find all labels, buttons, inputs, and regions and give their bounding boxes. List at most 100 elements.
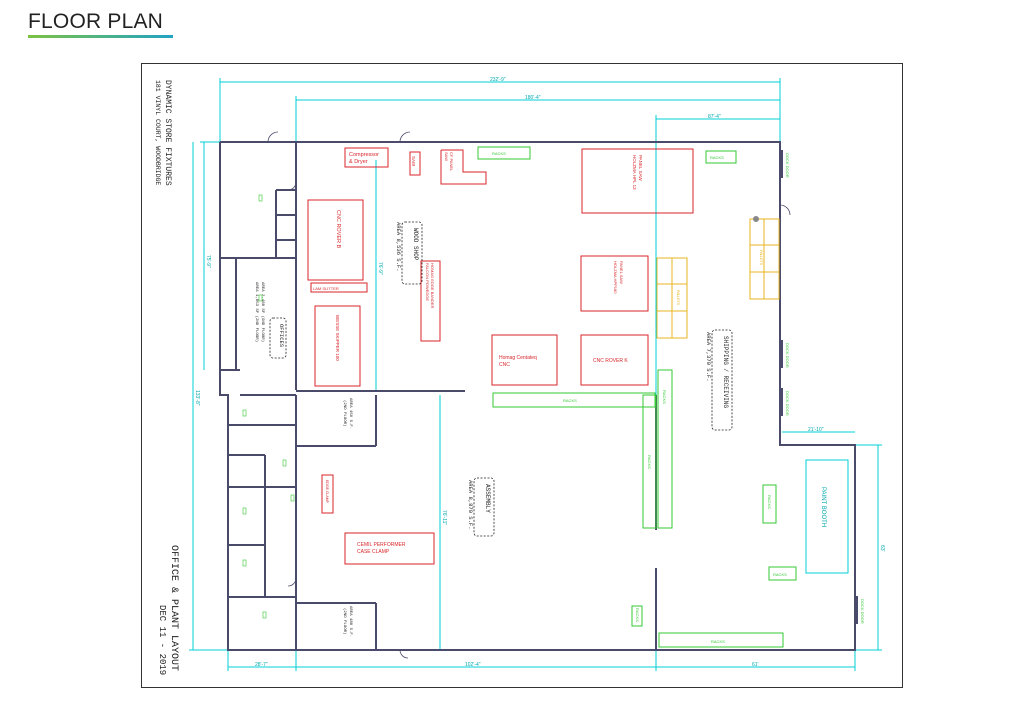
dimension-labels: 232'-9" 180'-4" 87'-4" 75'-9" 133'-8" 76…: [194, 77, 885, 668]
dock-door-label-1: DOCK DOOR: [785, 153, 790, 178]
rack-top-right: [705, 150, 737, 164]
dim-booth-height: 63': [879, 545, 885, 552]
rack-label-top: RACKS: [492, 151, 506, 156]
date-block: DEC 11 - 2019: [157, 605, 167, 675]
pallet-label-1: PALLETS: [759, 250, 763, 266]
cemil-performer-box: [344, 532, 435, 565]
homag-edge-label-1: HOMAG EDGE BANDER: [430, 263, 435, 308]
mezz-upper-floor: (2ND FLOOR): [342, 400, 347, 426]
dim-center-v2: 76'-11": [441, 510, 447, 525]
cnc-rover-k-label: CNC ROVER K: [593, 358, 628, 364]
homag-centateq-box: [491, 334, 558, 386]
offices-box: [269, 317, 287, 359]
rack-vert-2: [657, 369, 673, 529]
rack-horizontal: [492, 392, 656, 408]
rack-label-right: RACKS: [767, 495, 772, 509]
cnc-rover-k-box: [580, 334, 649, 386]
biesse-skipper-box: [314, 305, 361, 387]
rack-label-horizontal: RACKS: [563, 398, 577, 403]
assembly-title: ASSEMBLY: [484, 484, 491, 513]
dock-door-labels: DOCK DOOR DOCK DOOR DOCK DOOR DOCK DOOR: [785, 153, 865, 624]
assembly-area: AREA 8,870 S.F.: [467, 480, 474, 530]
column-marker: [753, 216, 759, 222]
rack-label-vert-2: RACKS: [662, 390, 667, 404]
mezz-upper-area: AREA 450 S.F.: [348, 398, 352, 429]
panel-saw-2-label-1: PANEL SAW: [619, 261, 624, 284]
dim-left-top: 75'-9": [205, 255, 211, 268]
rack-right: [762, 484, 777, 524]
company-name: DYNAMIC STORE FIXTURES: [163, 80, 172, 186]
pallets: [656, 218, 780, 339]
drawing-date: DEC 11 - 2019: [157, 605, 167, 675]
offices-area-2nd: AREA 1,853 SF (2ND FLOOR): [254, 282, 259, 342]
shipping-box: [711, 329, 733, 431]
rack-vert-1: [642, 394, 657, 529]
cf-panel-saw-label-2: SAW: [444, 152, 449, 161]
rack-near-booth: [768, 566, 797, 581]
dim-bottom-mid: 102'-4": [465, 662, 481, 668]
area-label-boxes: [269, 221, 733, 537]
edge-clamp-box: [321, 474, 334, 514]
rack-label-near-booth: RACKS: [773, 572, 787, 577]
dock-door-label-3: DOCK DOOR: [785, 391, 790, 416]
office-fixtures: [242, 194, 295, 619]
lam-slitter-label: LAM SLITTER: [313, 286, 339, 291]
dim-bottom-left: 28'-7": [255, 662, 268, 668]
mezz-lower-floor: (2ND FLOOR): [342, 608, 347, 634]
company-address: 181 VINYL COURT, WOODBRIDGE: [154, 80, 161, 185]
shipping-area: AREA 7,370 S.F.: [705, 332, 712, 382]
assembly-box: [473, 477, 495, 537]
racks: [477, 146, 797, 648]
lam-slitter-box: [310, 282, 368, 293]
plan-frame: [141, 63, 903, 688]
cemil-performer-label-2: CASE CLAMP: [357, 549, 390, 555]
cf-panel-saw-box: [440, 149, 487, 185]
cnc-rover-b-label: CNC ROVER B: [335, 210, 341, 249]
homag-edge-label-2: FALCON POWEDGE: [425, 263, 430, 301]
offices-area-gnd: AREA 2,488 SF (GND FLOOR): [260, 282, 265, 342]
wood-shop-title: WOOD SHOP: [412, 228, 419, 261]
area-labels: WOOD SHOP AREA 8,536 S.F. SHIPPING / REC…: [254, 222, 729, 637]
paint-booth-box: [805, 459, 849, 574]
homag-edge-box: [420, 260, 441, 342]
rack-label-bottom-small: RACKS: [635, 608, 640, 622]
compressor-label-2: & Dryer: [349, 159, 368, 165]
cemil-performer-label-1: CEMIL PERFORMER: [357, 542, 406, 548]
rack-label-top-right: RACKS: [710, 155, 724, 160]
rack-top: [477, 146, 531, 160]
rack-label-vert-1: RACKS: [647, 455, 652, 469]
pallet-label-2: PALLETS: [676, 290, 680, 306]
panel-saw-2-box: [580, 255, 649, 312]
rack-labels: RACKS RACKS RACKS RACKS RACKS RACKS RACK…: [492, 151, 787, 644]
cf-panel-saw-label-1: CF PANEL: [449, 152, 454, 172]
dock-door-label-2: DOCK DOOR: [785, 343, 790, 368]
saw-label: SAW: [411, 156, 416, 167]
biesse-skipper-label: BIESSE SKIPPER 100: [335, 315, 340, 361]
dim-top-second: 180'-4": [525, 95, 541, 101]
rack-label-bottom: RACKS: [711, 639, 725, 644]
title-underline: [28, 35, 173, 38]
edge-clamp-label: EDGE CLAMP: [325, 480, 329, 504]
wood-shop-box: [401, 221, 423, 285]
rack-bottom: [658, 632, 784, 648]
dim-left-overall: 133'-8": [194, 390, 200, 406]
door-swings: [267, 131, 791, 659]
drawing-title: OFFICE & PLANT LAYOUT: [168, 545, 179, 671]
page-title: FLOOR PLAN: [28, 10, 164, 33]
dim-overall-top: 232'-9": [490, 77, 506, 83]
panel-saw-1-label-2: HOLZMA HPL 13: [632, 155, 637, 190]
saw-box: [409, 151, 421, 176]
dim-top-right: 87'-4": [708, 114, 721, 120]
rack-bottom-small: [631, 605, 643, 627]
panel-saw-1-label-1: PANEL SAW: [638, 155, 643, 181]
dim-booth-width: 21'-10": [808, 427, 824, 433]
equipment-outlines: [307, 147, 694, 565]
equipment-labels: Compressor & Dryer SAW CF PANEL SAW PANE…: [313, 152, 643, 555]
dock-door-marks: [781, 150, 858, 624]
dock-door-label-4: DOCK DOOR: [860, 599, 865, 624]
compressor-label-1: Compressor: [349, 152, 379, 158]
homag-centateq-label-2: CNC: [499, 362, 510, 368]
compressor-box: [344, 147, 389, 168]
dim-bottom-right: 61': [752, 662, 759, 668]
mezz-lower-area: AREA 488 S.F.: [348, 606, 352, 637]
